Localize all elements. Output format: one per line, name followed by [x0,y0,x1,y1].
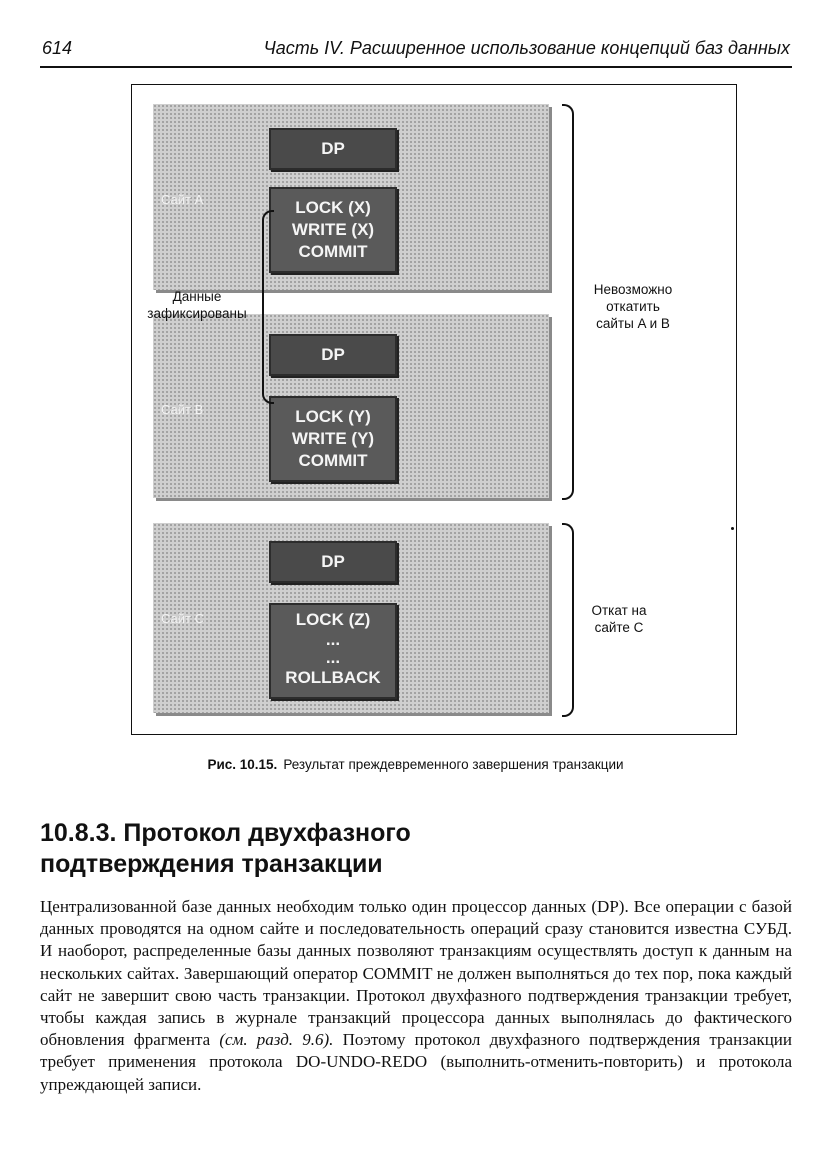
site-c-panel: Сайт C DP LOCK (Z) ... ... ROLLBACK [153,523,549,713]
operation-line: COMMIT [298,242,368,261]
operation-line: LOCK (Y) [295,407,371,426]
operation-line: LOCK (X) [295,198,371,217]
dp-box: DP [269,334,397,376]
right-annotation-top: Невозможно откатить сайты A и B [577,281,689,332]
right-brace-bottom [562,523,574,717]
operations-box: LOCK (Z) ... ... ROLLBACK [269,603,397,699]
operations-box: LOCK (Y) WRITE (Y) COMMIT [269,396,397,482]
operation-line: ... [325,648,341,667]
running-head: Часть IV. Расширенное использование конц… [263,38,790,58]
right-annotation-bottom: Откат на сайте C [578,602,660,636]
right-brace-top [562,104,574,500]
body-text-main: Централизованной базе данных необходим т… [40,897,792,1050]
annotation-line: откатить [606,299,660,314]
site-label: Сайт C [161,611,204,626]
dp-box: DP [269,128,397,170]
section-title-line: подтверждения транзакции [40,850,383,878]
site-a-panel: Сайт A DP LOCK (X) WRITE (X) COMMIT [153,104,549,290]
page-number: 614 [42,38,73,58]
annotation-line: сайте C [594,620,644,635]
annotation-line: Невозможно [593,282,673,297]
figure-caption: Рис. 10.15. Результат преждевременного за… [0,757,831,772]
operation-line: COMMIT [298,451,368,470]
operation-line: ROLLBACK [285,668,381,687]
annotation-line: Откат на [591,603,647,618]
stray-dot [731,527,734,530]
annotation-line: сайты A и B [596,316,670,331]
caption-text: Результат преждевременного завершения тр… [283,757,624,772]
left-brace [262,210,274,404]
section-title-line: 10.8.3. Протокол двухфазного [40,819,411,847]
operation-line: LOCK (Z) [295,610,371,629]
annotation-line: Данные [172,289,222,304]
section-title: 10.8.3. Протокол двухфазного подтвержден… [40,818,740,880]
caption-label: Рис. 10.15. [207,757,278,772]
dp-box: DP [269,541,397,583]
operation-line: WRITE (Y) [291,429,375,448]
left-annotation: Данные зафиксированы [133,288,261,322]
operation-line: ... [325,630,341,649]
body-text-end: Поэтому протокол двухфазного подтвержден… [40,1030,792,1094]
annotation-line: зафиксированы [147,306,247,321]
site-b-panel: Сайт B DP LOCK (Y) WRITE (Y) COMMIT [153,314,549,498]
operation-line: WRITE (X) [291,220,375,239]
page-header: 614 Часть IV. Расширенное использование … [40,38,792,68]
figure-frame [131,84,737,735]
body-paragraph: Централизованной базе данных необходим т… [40,896,792,1096]
cross-reference: (см. разд. 9.6). [219,1030,334,1050]
operations-box: LOCK (X) WRITE (X) COMMIT [269,187,397,273]
site-label: Сайт A [161,192,204,207]
site-label: Сайт B [161,402,204,417]
